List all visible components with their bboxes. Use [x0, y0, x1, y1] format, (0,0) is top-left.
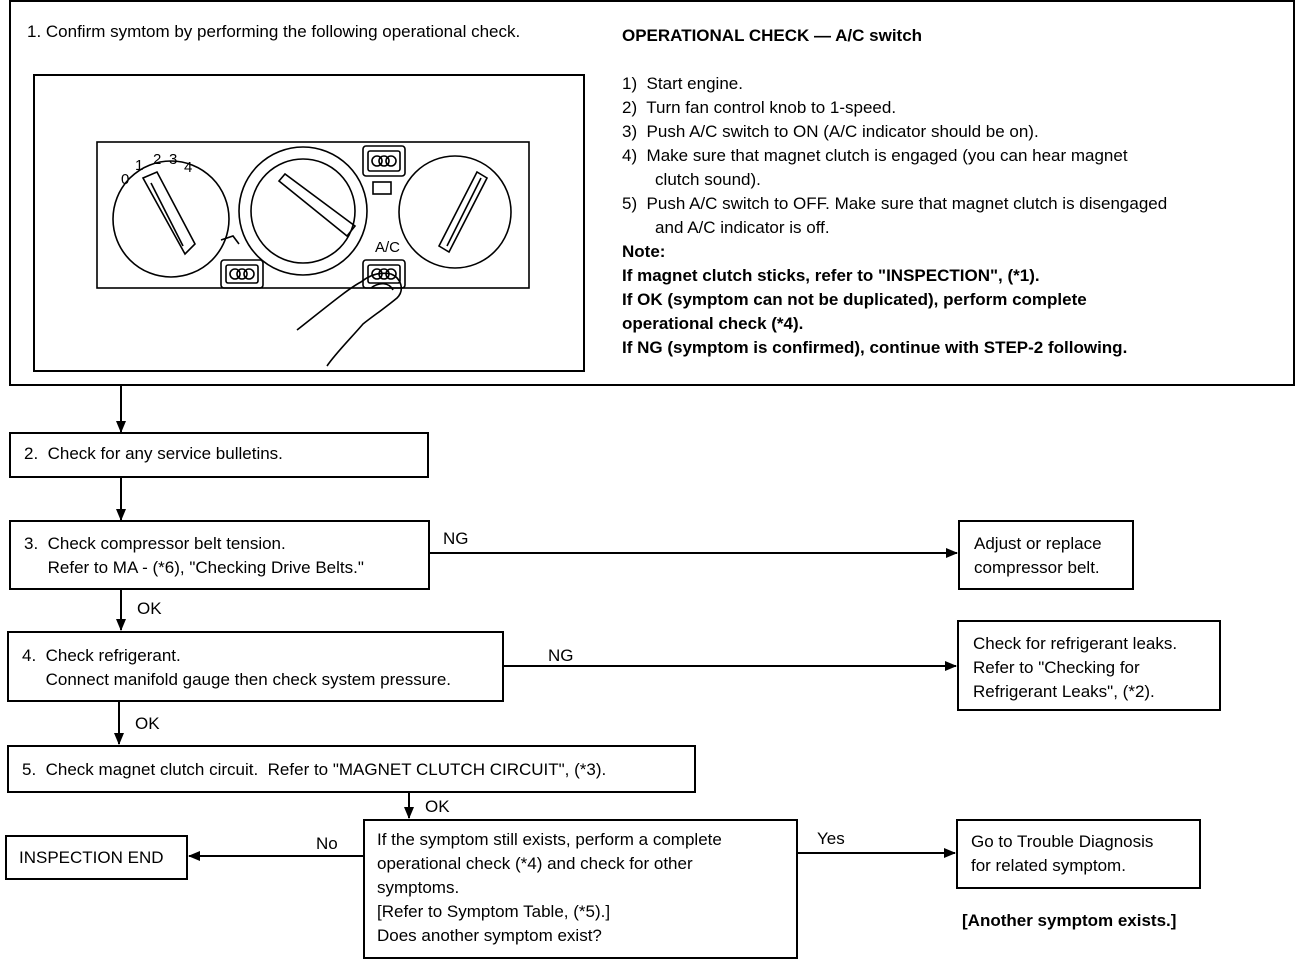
step5-text: 5. Check magnet clutch circuit. Refer to… — [22, 760, 607, 779]
ok-label-3: OK — [137, 599, 162, 618]
yes-caption: [Another symptom exists.] — [962, 911, 1177, 930]
step4-ng-label: NG — [548, 646, 574, 665]
recirc-button — [220, 259, 264, 289]
yes-result-line-1: Go to Trouble Diagnosis — [971, 832, 1154, 851]
check-step-1: 1) Start engine. — [622, 74, 743, 93]
yes-label: Yes — [817, 829, 845, 848]
step3-line-2: Refer to MA - (*6), "Checking Drive Belt… — [24, 558, 364, 577]
inspection-end-text: INSPECTION END — [19, 848, 164, 867]
step3-ng-label: NG — [443, 529, 469, 548]
fan-num-4: 4 — [184, 159, 192, 176]
control-panel-svg: 0 1 2 3 4 A/C — [96, 141, 530, 367]
step6-line-1: If the symptom still exists, perform a c… — [377, 830, 722, 849]
yes-result-line-2: for related symptom. — [971, 856, 1126, 875]
fan-num-0: 0 — [121, 171, 129, 188]
note-line-2: If OK (symptom can not be duplicated), p… — [622, 290, 1087, 309]
check-title: OPERATIONAL CHECK — A/C switch — [622, 26, 923, 45]
step4-ng-line-1: Check for refrigerant leaks. — [973, 634, 1178, 653]
step6-line-3: symptoms. — [377, 878, 460, 897]
mode-knob — [398, 155, 512, 269]
step4-ng-line-3: Refrigerant Leaks", (*2). — [973, 682, 1155, 701]
defrost-button — [362, 145, 406, 177]
note-title: Note: — [622, 242, 666, 261]
check-step-5: 5) Push A/C switch to OFF. Make sure tha… — [622, 194, 1168, 213]
check-step-3: 3) Push A/C switch to ON (A/C indicator … — [622, 122, 1039, 141]
fan-num-2: 2 — [153, 151, 161, 168]
step3-ng-line-2: compressor belt. — [974, 558, 1100, 577]
step3-ng-line-1: Adjust or replace — [974, 534, 1102, 553]
step4-line-2: Connect manifold gauge then check system… — [22, 670, 452, 689]
note-line-1: If magnet clutch sticks, refer to "INSPE… — [622, 266, 1040, 285]
step5-box — [7, 745, 696, 793]
temp-knob-outer — [238, 146, 368, 276]
inspection-end-box — [5, 835, 188, 880]
ac-button — [362, 259, 406, 289]
temp-knob-inner — [250, 158, 356, 264]
step4-box — [7, 631, 504, 702]
check-step-5b: and A/C indicator is off. — [622, 218, 830, 237]
step1-text: 1. Confirm symtom by performing the foll… — [27, 22, 521, 41]
step2-box — [9, 432, 429, 478]
yes-result-box — [956, 819, 1201, 889]
step6-line-4: [Refer to Symptom Table, (*5).] — [377, 902, 611, 921]
step4-ng-box — [957, 620, 1221, 711]
step6-box — [363, 819, 798, 959]
fan-knob — [112, 160, 230, 278]
fan-num-1: 1 — [135, 157, 143, 174]
step3-line-1: 3. Check compressor belt tension. — [24, 534, 286, 553]
note-line-3: operational check (*4). — [622, 314, 804, 333]
check-step-4b: clutch sound). — [622, 170, 761, 189]
ok-label-5: OK — [425, 797, 450, 816]
check-step-2: 2) Turn fan control knob to 1-speed. — [622, 98, 897, 117]
step6-line-5: Does another symptom exist? — [377, 926, 602, 945]
no-label: No — [316, 834, 338, 853]
step6-line-2: operational check (*4) and check for oth… — [377, 854, 693, 873]
step4-line-1: 4. Check refrigerant. — [22, 646, 181, 665]
ok-label-4: OK — [135, 714, 160, 733]
ac-label: A/C — [375, 239, 400, 256]
note-line-4: If NG (symptom is confirmed), continue w… — [622, 338, 1128, 357]
panel-face — [96, 141, 530, 289]
step2-text: 2. Check for any service bulletins. — [24, 444, 283, 463]
finger — [296, 272, 403, 367]
fan-num-3: 3 — [169, 151, 177, 168]
step3-box — [9, 520, 430, 590]
step3-ng-box — [958, 520, 1134, 590]
check-step-4: 4) Make sure that magnet clutch is engag… — [622, 146, 1128, 165]
control-panel-illustration: 0 1 2 3 4 A/C — [33, 74, 585, 372]
step4-ng-line-2: Refer to "Checking for — [973, 658, 1140, 677]
